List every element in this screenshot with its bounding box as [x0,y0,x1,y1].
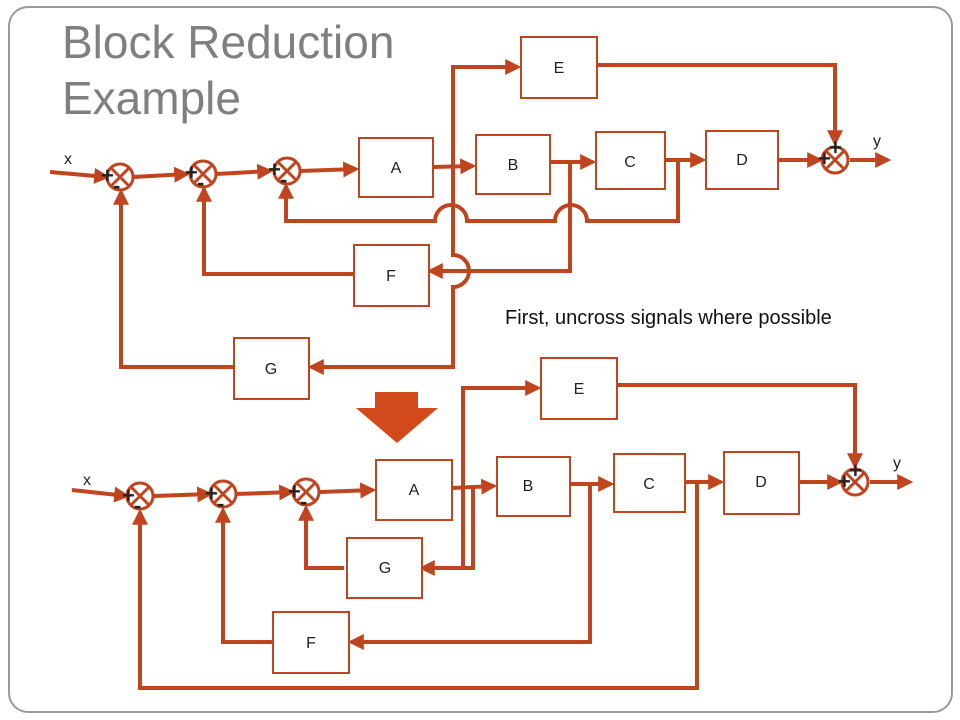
top-wire-e-out [597,63,843,147]
bottom-wire-f-to-s2 [215,506,273,644]
bottom-block-e-label: E [574,381,585,398]
top-block-d: D [705,130,779,190]
bottom-summing-junction-4: + + [838,458,870,497]
bottom-wire-s3-a [319,482,377,499]
title-line-1: Block Reduction [62,16,395,68]
top-wire-f-to-s2 [196,185,354,276]
top-wire-x-in [49,167,111,184]
bottom-summing-junction-1: + - [122,481,155,518]
top-block-e: E [520,36,598,99]
bottom-block-d-label: D [755,474,767,491]
top-output-label: y [873,133,881,150]
bottom-block-b: B [496,456,571,517]
bottom-summing-junction-2: + - [205,479,238,516]
bottom-block-c-label: C [643,476,655,493]
top-block-f: F [353,244,430,307]
top-block-g: G [233,337,310,400]
top-wire-s1-s2 [132,166,191,183]
top-block-a-label: A [391,160,402,177]
top-wire-g-to-s1 [113,188,234,369]
bottom-wire-to-e [418,488,475,576]
top-diagram: E A B C D F G [49,36,892,400]
top-block-b-label: B [508,157,519,174]
top-block-e-label: E [554,60,565,77]
bottom-sj4-plus-left: + [838,469,851,494]
bottom-block-f: F [272,611,350,674]
slide-title: Block Reduction Example [62,14,394,126]
top-wire-to-e [451,59,522,167]
top-input-label: x [64,151,72,168]
bottom-wire-feedback-to-s1 [132,482,699,690]
top-wire-hop-f [451,240,471,290]
top-sj4-plus-left: + [818,146,831,171]
bottom-input-label: x [83,472,91,489]
top-sj3-minus: - [280,167,287,192]
top-block-f-label: F [386,268,396,285]
bottom-wire-s1-s2 [152,486,214,503]
slide-frame [8,6,953,713]
top-summing-junction-3: + - [268,156,302,192]
bottom-block-b-label: B [523,478,534,495]
bottom-sj1-plus: + [122,483,135,508]
top-wire-s3-a [299,161,360,178]
top-sj2-minus: - [197,170,204,195]
top-wire-to-g [311,167,455,367]
bottom-wire-up-to-e [461,380,542,568]
bottom-block-d: D [723,451,800,515]
bottom-sj3-plus: + [288,479,301,504]
top-block-d-label: D [736,152,748,169]
bottom-diagram: E A B C D G F [71,357,914,690]
top-sj1-minus: - [113,173,120,198]
top-sj1-plus: + [101,163,114,188]
top-block-c-label: C [624,154,636,171]
top-sj3-plus: + [268,157,281,182]
instruction-note: First, uncross signals where possible [505,307,832,329]
bottom-wire-to-f [347,484,592,650]
bottom-wire-s2-s3 [235,484,296,501]
top-block-a: A [358,137,434,198]
bottom-block-a-label: A [409,482,420,499]
bottom-block-a: A [375,459,453,521]
bottom-output-label: y [893,455,901,472]
bottom-sj2-plus: + [205,481,218,506]
top-block-b: B [475,134,551,195]
bottom-sj4-plus-top: + [849,458,862,483]
title-line-2: Example [62,72,241,124]
bottom-sj1-minus: - [134,493,141,518]
top-wire-s2-s3 [215,163,274,180]
bottom-block-g: G [346,537,423,599]
top-wire-feedback-c [278,160,680,223]
top-sj4-plus-top: + [829,135,842,160]
bottom-block-e: E [540,357,618,420]
transform-arrow-icon [356,392,438,443]
top-block-g-label: G [265,361,277,378]
bottom-wire-x-in [71,486,131,503]
top-summing-junction-1: + - [101,162,135,198]
top-summing-junction-4: + + [818,135,850,175]
top-block-c: C [595,131,666,190]
top-wire-feedback-b-to-f [426,162,572,279]
bottom-block-f-label: F [306,635,316,652]
bottom-wire-a-b [451,478,498,495]
bottom-wire-g-to-s3 [298,504,344,570]
top-sj2-plus: + [185,160,198,185]
bottom-block-c: C [613,453,686,513]
bottom-sj2-minus: - [217,491,224,516]
top-summing-junction-2: + - [185,159,218,195]
bottom-sj3-minus: - [300,489,307,514]
bottom-wire-e-out [617,383,863,470]
bottom-summing-junction-3: + - [288,477,321,514]
bottom-block-g-label: G [379,560,391,577]
